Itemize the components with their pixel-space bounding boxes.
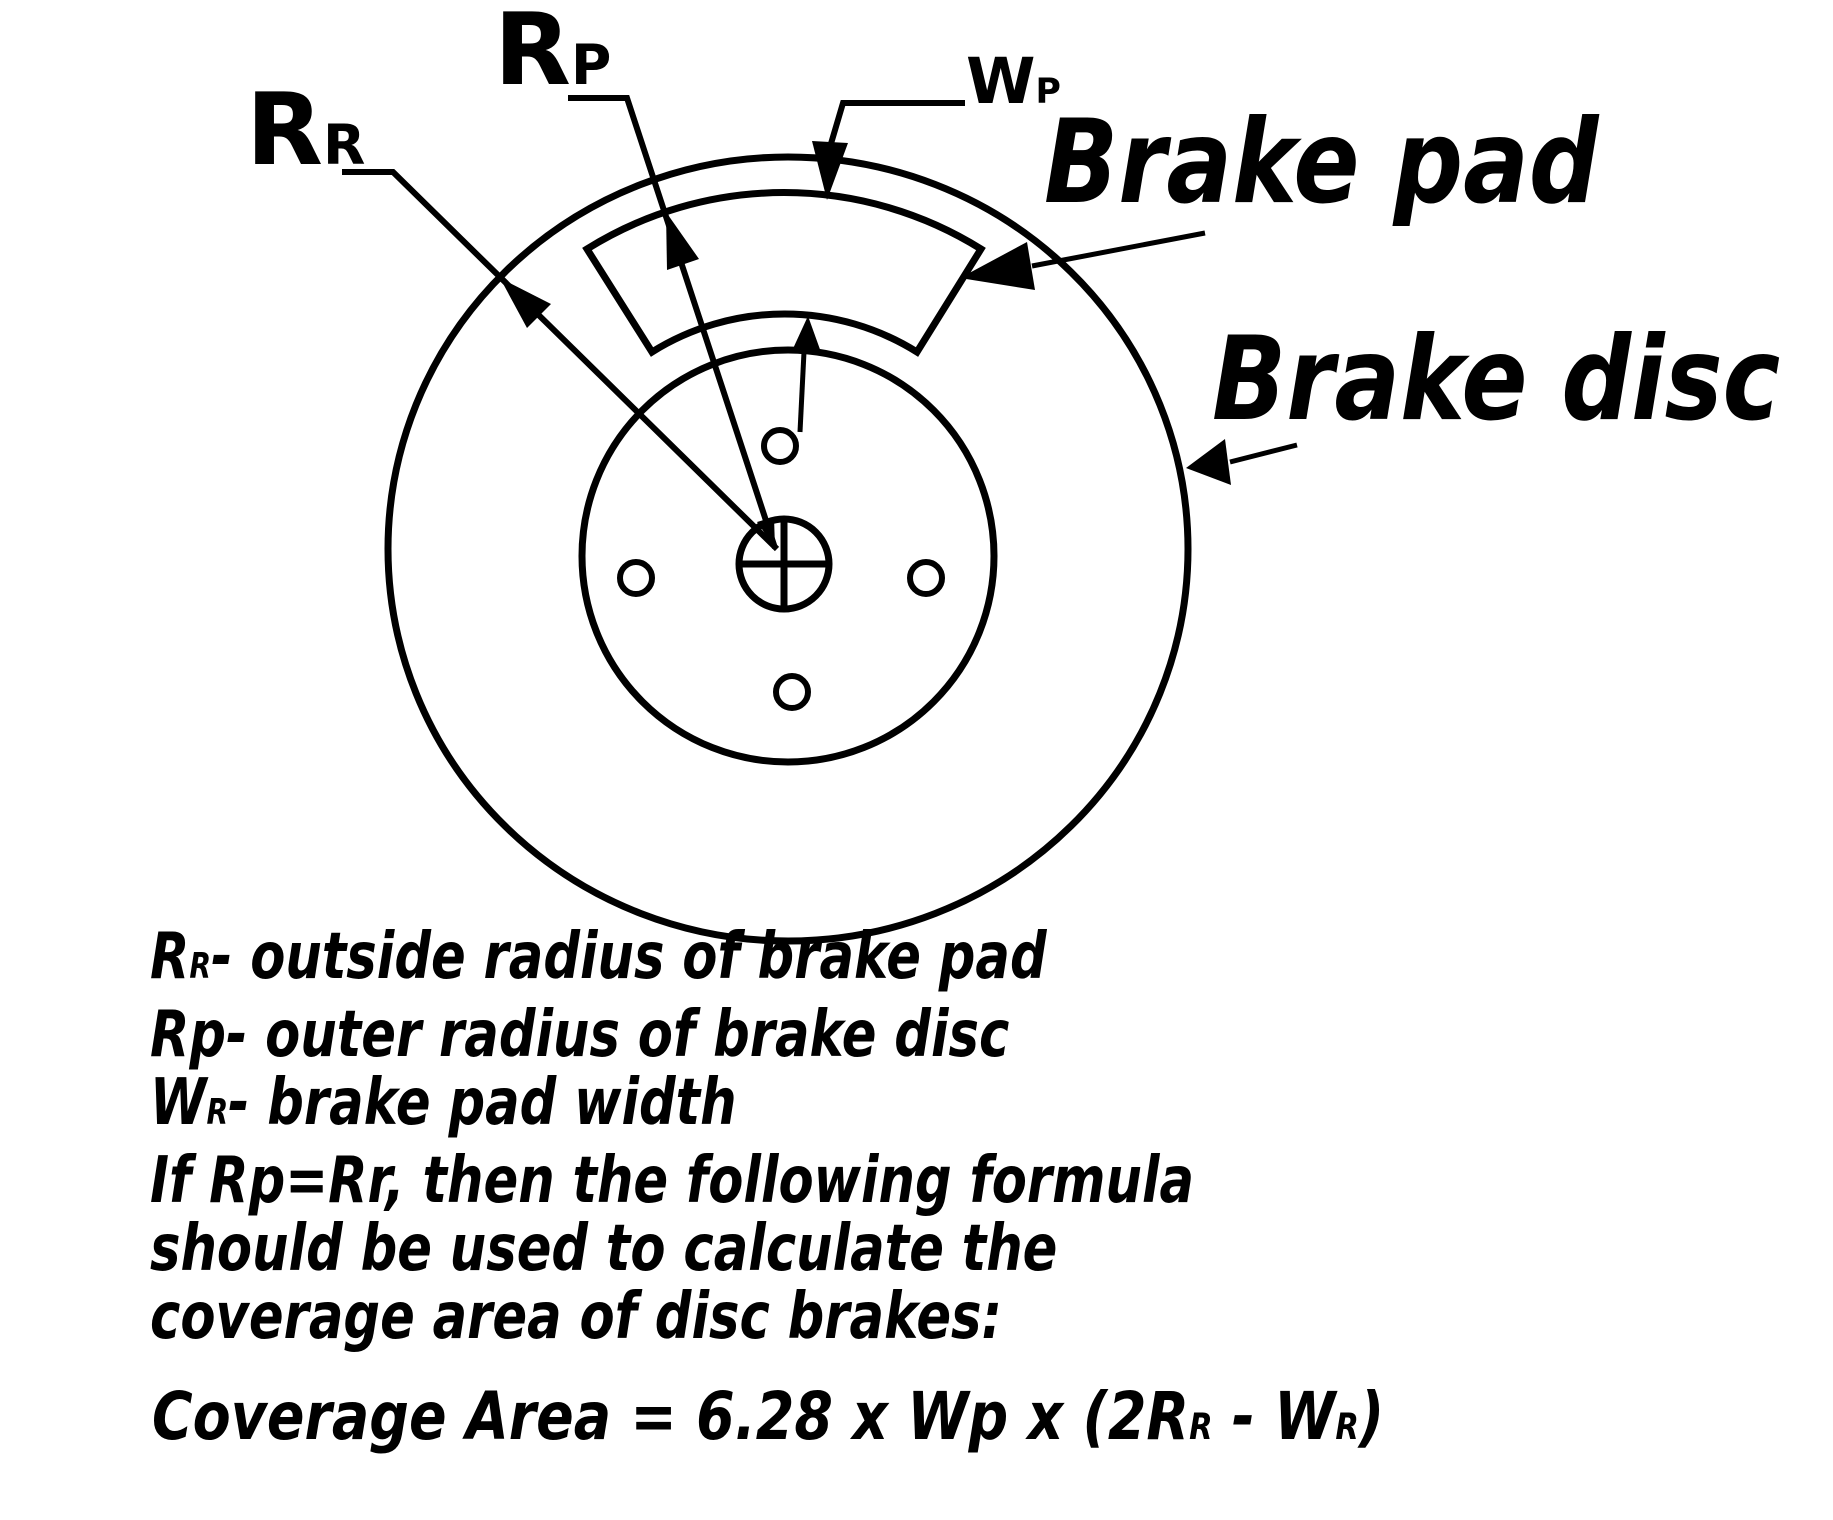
center-hub-circle	[735, 515, 833, 613]
wp-dimension-label: WP	[966, 45, 1061, 118]
rr-arrowhead	[500, 278, 551, 328]
rp-arrowhead	[666, 212, 699, 270]
legend-line-usage: should be used to calculate the	[150, 1212, 1058, 1286]
brake-disc-callout-label: Brake disc	[1212, 312, 1781, 447]
rp-leader-line	[568, 95, 778, 549]
hub-flange-circle	[578, 346, 998, 766]
legend-text-block: RR- outside radius of brake pad Rp- oute…	[150, 923, 1194, 1351]
brake-disc-arrowhead	[1186, 439, 1231, 485]
pad-inner-edge-arrow-line	[797, 351, 807, 433]
brake-pad-leader-line	[1031, 230, 1206, 269]
subscript: P	[1035, 72, 1061, 112]
rr-dimension-label: RR	[246, 71, 366, 188]
subscript: R	[189, 946, 212, 987]
coverage-area-formula: Coverage Area = 6.28 x Wp x (2RR - WR)	[152, 1378, 1385, 1455]
brake-pad-arrowhead	[960, 242, 1035, 290]
brake-pad-callout-label: Brake pad	[1044, 95, 1599, 230]
legend-line-rr: RR- outside radius of brake pad	[150, 920, 1047, 994]
rp-center-arrowhead	[757, 517, 775, 548]
bolt-hole-bottom	[773, 673, 811, 711]
rp-dimension-label: RP	[494, 0, 612, 108]
legend-line-wr: WR- brake pad width	[150, 1066, 737, 1140]
wp-leader-line	[827, 100, 965, 148]
bolt-hole-right	[907, 559, 945, 597]
subscript: R	[1189, 1405, 1213, 1448]
brake-disc-leader-line	[1229, 442, 1298, 465]
subscript: R	[206, 1092, 229, 1133]
subscript: R	[323, 113, 366, 177]
legend-line-condition: If Rp=Rr, then the following formula	[150, 1144, 1195, 1218]
rr-leader-line	[342, 169, 780, 552]
subscript: R	[1335, 1405, 1359, 1448]
bolt-hole-left	[617, 559, 655, 597]
brake-disc-outer-circle	[384, 153, 1192, 945]
legend-line-rp: Rp- outer radius of brake disc	[150, 998, 1010, 1072]
pad-inner-edge-arrowhead	[791, 316, 822, 355]
wp-arrowhead	[812, 141, 848, 200]
bolt-hole-top	[761, 427, 799, 465]
brake-pad-shape	[582, 189, 986, 357]
legend-line-coverage: coverage area of disc brakes:	[150, 1280, 1002, 1354]
subscript: P	[571, 33, 612, 97]
